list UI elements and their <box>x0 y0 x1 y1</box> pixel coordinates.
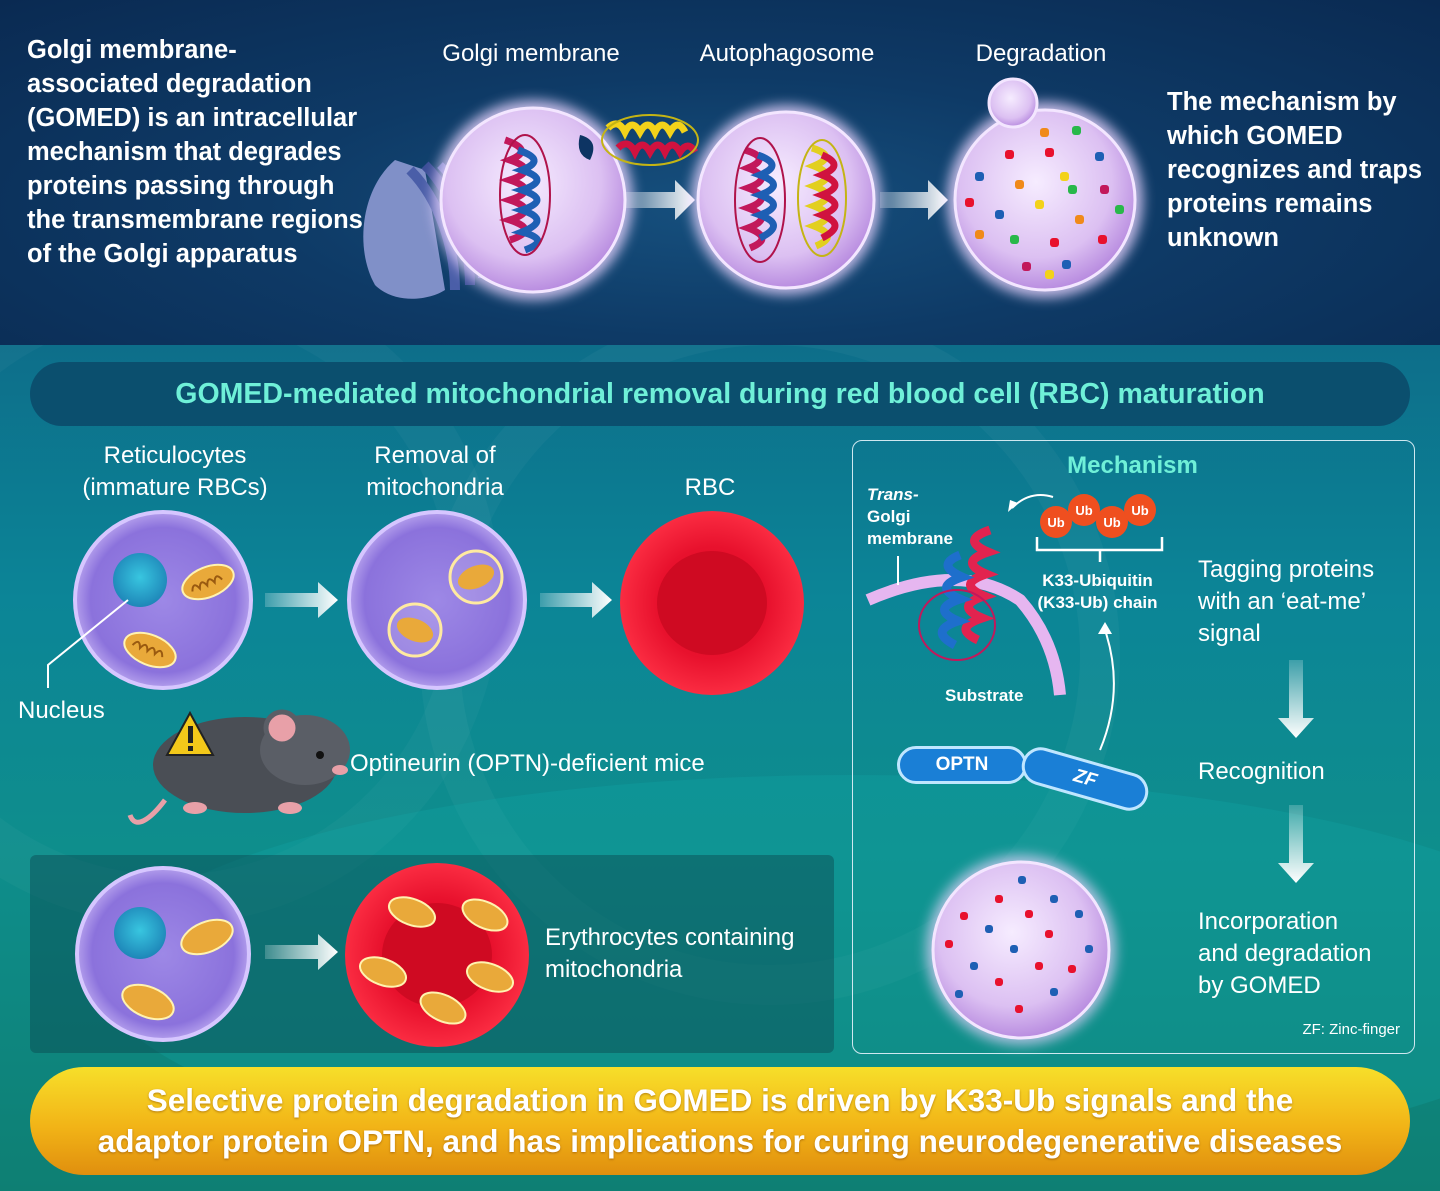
erythrocytes-label-line2: mitochondria <box>545 956 683 983</box>
step-incorporation-line2: and degradation <box>1198 940 1372 967</box>
reticulocyte-cell-icon <box>73 510 253 690</box>
mitochondrion-icon <box>180 918 234 956</box>
substrate-label: Substrate <box>945 686 1024 705</box>
mitochondrion-icon <box>388 896 436 928</box>
step-tagging: Tagging proteins with an ‘eat-me’ signal <box>1198 554 1408 650</box>
conclusion-text: Selective protein degradation in GOMED i… <box>98 1080 1343 1162</box>
reticulocytes-label-line2: (immature RBCs) <box>82 474 268 501</box>
ub-bead: Ub <box>1124 494 1156 526</box>
nucleus-pointer-line <box>47 599 129 688</box>
bracket-line <box>1035 537 1164 562</box>
removal-label: Removal of mitochondria <box>320 440 550 504</box>
degraded-fragments <box>945 876 1093 1013</box>
nucleus-icon <box>113 553 167 607</box>
conclusion-line2: adaptor protein OPTN, and has implicatio… <box>97 1123 1343 1159</box>
mitochondrion-icon <box>121 983 175 1021</box>
substrate-helix-icon <box>918 525 1001 661</box>
trans-golgi-label: Trans- Golgi membrane <box>867 484 953 550</box>
section-banner-text: GOMED-mediated mitochondrial removal dur… <box>175 377 1265 410</box>
mechanism-unknown-text: The mechanism by which GOMED recognizes … <box>1167 88 1423 252</box>
k33-ub-label: K33-Ubiquitin (K33-Ub) chain <box>1020 570 1175 614</box>
erythrocytes-label: Erythrocytes containing mitochondria <box>545 922 835 986</box>
step-incorporation-line3: by GOMED <box>1198 972 1321 999</box>
red-blood-cell-icon <box>620 511 804 695</box>
optn-deficient-mice-label: Optineurin (OPTN)-deficient mice <box>350 750 705 777</box>
ub-bead: Ub <box>1040 506 1072 538</box>
mitochondrion-icon <box>396 617 434 643</box>
autophagosome-icon <box>691 105 881 295</box>
rbc-label: RBC <box>684 474 736 501</box>
golgi-vesicle-icon <box>433 100 633 300</box>
mechanism-title: Mechanism <box>1067 452 1198 479</box>
mitochondrion-icon <box>419 991 467 1025</box>
arrow-down-icon <box>1278 805 1314 883</box>
gomed-vesicle-icon <box>926 855 1116 1045</box>
protein-fragments <box>965 126 1124 279</box>
erythrocytes-label-line1: Erythrocytes containing <box>545 924 795 951</box>
reticulocytes-label-line1: Reticulocytes <box>103 442 247 469</box>
trans-golgi-membrane-shape <box>865 574 1066 696</box>
bottom-panel <box>0 345 1440 1191</box>
step-recognition: Recognition <box>1198 758 1325 785</box>
trans-golgi-label-line2: Golgi <box>867 507 911 526</box>
step-tagging-line1: Tagging proteins <box>1198 556 1375 583</box>
warning-icon <box>165 710 215 756</box>
step-label-degradation: Degradation <box>975 40 1107 67</box>
curved-arrow-icon <box>1099 629 1115 751</box>
removal-label-line1: Removal of <box>374 442 496 469</box>
arrow-right-icon <box>880 180 948 220</box>
conclusion-line1: Selective protein degradation in GOMED i… <box>146 1082 1294 1118</box>
conclusion-banner: Selective protein degradation in GOMED i… <box>30 1067 1410 1175</box>
arrow-right-icon <box>265 934 338 970</box>
trans-golgi-label-line1: Trans- <box>867 485 919 504</box>
mitochondrion-icon <box>359 956 407 988</box>
membrane-notch <box>578 135 594 160</box>
ub-bead: Ub <box>1096 506 1128 538</box>
k33-ub-label-line1: K33-Ubiquitin <box>1042 571 1153 590</box>
step-label-autophagosome: Autophagosome <box>699 40 875 67</box>
nucleus-label: Nucleus <box>18 697 105 724</box>
reticulocytes-label: Reticulocytes (immature RBCs) <box>50 440 300 504</box>
reticulocyte-cell-icon <box>75 866 251 1042</box>
reticulocyte-removal-icon <box>347 510 527 690</box>
entering-protein-icon <box>601 114 699 166</box>
section-banner: GOMED-mediated mitochondrial removal dur… <box>30 362 1410 426</box>
arrow-right-icon <box>265 582 338 618</box>
step-incorporation: Incorporation and degradation by GOMED <box>1198 906 1408 1002</box>
lysosome-degradation-icon <box>947 77 1143 298</box>
step-label-golgi-membrane: Golgi membrane <box>442 40 620 67</box>
ub-bead: Ub <box>1068 494 1100 526</box>
step-tagging-line2: with an ‘eat-me’ <box>1198 588 1367 615</box>
removal-label-line2: mitochondria <box>366 474 504 501</box>
erythrocyte-with-mitochondria-icon <box>345 863 529 1047</box>
nucleus-icon <box>114 907 166 959</box>
trans-golgi-label-line3: membrane <box>867 529 953 548</box>
zf-footnote: ZF: Zinc-finger <box>1302 1021 1400 1038</box>
optn-protein: OPTN <box>897 746 1027 784</box>
arrow-right-icon <box>540 582 612 618</box>
gomed-intro-text: Golgi membrane-associated degradation (G… <box>27 36 363 268</box>
mitochondrion-icon <box>466 961 514 993</box>
mitochondrion-icon <box>457 564 495 590</box>
mechanism-box <box>852 440 1415 1054</box>
arrow-down-icon <box>1278 660 1314 738</box>
step-incorporation-line1: Incorporation <box>1198 908 1339 935</box>
arrow-right-icon <box>625 180 695 220</box>
mouse-icon <box>127 709 350 825</box>
k33-ub-label-line2: (K33-Ub) chain <box>1037 593 1158 612</box>
step-tagging-line3: signal <box>1198 620 1261 647</box>
mitochondrion-icon <box>461 898 509 932</box>
